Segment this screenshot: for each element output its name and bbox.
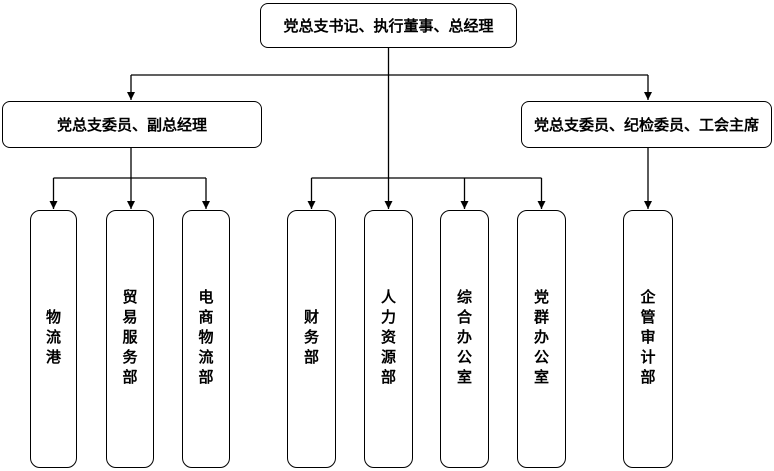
node-dept-logistics-port-label: 物流港 (44, 309, 62, 369)
node-dept-finance-label: 财务部 (302, 309, 320, 369)
node-deputy-branch-label: 党总支委员、副总经理 (56, 116, 207, 134)
node-dept-ecommerce-logistics[interactable]: 电商物流部 (182, 210, 230, 468)
node-dept-finance[interactable]: 财务部 (287, 210, 336, 468)
node-dept-human-resources-label: 人力资源部 (379, 289, 397, 389)
node-dept-trade-services[interactable]: 贸易服务部 (106, 210, 154, 468)
node-dept-trade-services-label: 贸易服务部 (120, 289, 139, 389)
node-dept-general-office-label: 综合办公室 (455, 289, 473, 389)
node-discipline-branch[interactable]: 党总支委员、纪检委员、工会主席 (521, 101, 772, 148)
node-dept-general-office[interactable]: 综合办公室 (440, 210, 489, 468)
node-discipline-branch-label: 党总支委员、纪检委员、工会主席 (533, 116, 759, 134)
node-dept-human-resources[interactable]: 人力资源部 (364, 210, 413, 468)
node-dept-enterprise-audit-label: 企管审计部 (638, 289, 657, 389)
node-root[interactable]: 党总支书记、执行董事、总经理 (260, 3, 517, 48)
node-deputy-branch[interactable]: 党总支委员、副总经理 (2, 101, 262, 148)
node-dept-ecommerce-logistics-label: 电商物流部 (196, 289, 215, 389)
node-root-label: 党总支书记、执行董事、总经理 (283, 17, 494, 35)
node-dept-logistics-port[interactable]: 物流港 (30, 210, 77, 468)
node-dept-party-mass-office-label: 党群办公室 (532, 289, 550, 389)
node-dept-enterprise-audit[interactable]: 企管审计部 (623, 210, 673, 468)
node-dept-party-mass-office[interactable]: 党群办公室 (517, 210, 566, 468)
